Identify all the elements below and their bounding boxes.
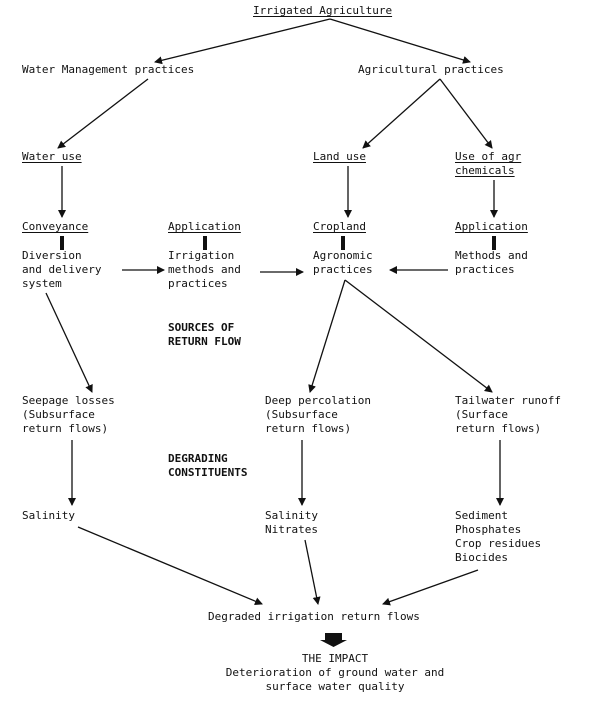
- degrading-line-2: CONSTITUENTS: [168, 466, 248, 479]
- impact-title: THE IMPACT: [301, 652, 369, 665]
- bar-conveyance: [60, 236, 64, 250]
- sources-line-2: RETURN FLOW: [168, 335, 241, 348]
- agronomic-line-2: practices: [313, 263, 373, 276]
- bar-application-1: [203, 236, 207, 250]
- arrow-diversion-to-seepage: [45, 292, 93, 393]
- salinity-nitrates-line-1: Salinity: [265, 509, 318, 522]
- water-management-practices: Water Management practices: [22, 63, 195, 76]
- arrow-nitrates-to-degraded: [304, 539, 321, 605]
- irrigation-line-1: Irrigation: [168, 249, 235, 262]
- agronomic-line-1: Agronomic: [313, 249, 373, 262]
- application-irrigation: Application: [168, 220, 241, 233]
- degrading-line-1: DEGRADING: [168, 452, 228, 465]
- methods-line-2: practices: [455, 263, 515, 276]
- irrigation-line-3: practices: [168, 277, 228, 290]
- arrow-title-to-agri: [329, 18, 471, 64]
- diversion-line-1: Diversion: [22, 249, 82, 262]
- methods-line-1: Methods and: [455, 249, 528, 262]
- impact-line-2: surface water quality: [265, 680, 405, 693]
- impact-block-arrow: [320, 633, 347, 647]
- arrow-title-to-water-mgmt: [154, 18, 331, 65]
- arrow-biocides-to-degraded: [382, 569, 479, 606]
- deep-line-2: (Subsurface: [265, 408, 338, 421]
- bar-cropland: [341, 236, 345, 250]
- sediment-line-4: Biocides: [455, 551, 508, 564]
- seepage-line-3: return flows): [22, 422, 109, 435]
- degraded-return-flows: Degraded irrigation return flows: [208, 610, 420, 623]
- salinity: Salinity: [22, 509, 75, 522]
- tailwater-line-2: (Surface: [455, 408, 508, 421]
- bar-application-2: [492, 236, 496, 250]
- diagram-title: Irrigated Agriculture: [253, 4, 393, 17]
- irrigation-line-2: methods and: [168, 263, 241, 276]
- cropland: Cropland: [313, 220, 366, 233]
- sediment-line-3: Crop residues: [455, 537, 542, 550]
- tailwater-line-3: return flows): [455, 422, 542, 435]
- application-chemicals: Application: [455, 220, 528, 233]
- arrow-water-mgmt-to-water-use: [57, 78, 149, 149]
- agr-chemicals-line-2: chemicals: [455, 164, 515, 177]
- sediment-line-2: Phosphates: [455, 523, 522, 536]
- seepage-line-1: Seepage losses: [22, 394, 115, 407]
- diversion-line-3: system: [22, 277, 62, 290]
- salinity-nitrates-line-2: Nitrates: [265, 523, 318, 536]
- arrow-agronomic-to-tailwater: [344, 279, 493, 393]
- arrow-agri-to-chem: [439, 78, 493, 149]
- water-use: Water use: [22, 150, 82, 163]
- impact-line-1: Deterioration of ground water and: [225, 666, 445, 679]
- agr-chemicals-line-1: Use of agr: [455, 150, 522, 163]
- deep-line-1: Deep percolation: [265, 394, 371, 407]
- agricultural-practices: Agricultural practices: [358, 63, 504, 76]
- tailwater-line-1: Tailwater runoff: [455, 394, 561, 407]
- land-use: Land use: [313, 150, 366, 163]
- sources-line-1: SOURCES OF: [168, 321, 235, 334]
- sediment-line-1: Sediment: [455, 509, 508, 522]
- conveyance: Conveyance: [22, 220, 89, 233]
- diversion-line-2: and delivery: [22, 263, 102, 276]
- arrow-salinity-to-degraded: [77, 526, 263, 605]
- seepage-line-2: (Subsurface: [22, 408, 95, 421]
- arrow-agri-to-land-use: [362, 78, 441, 149]
- arrow-agronomic-to-deep: [308, 279, 346, 393]
- deep-line-3: return flows): [265, 422, 352, 435]
